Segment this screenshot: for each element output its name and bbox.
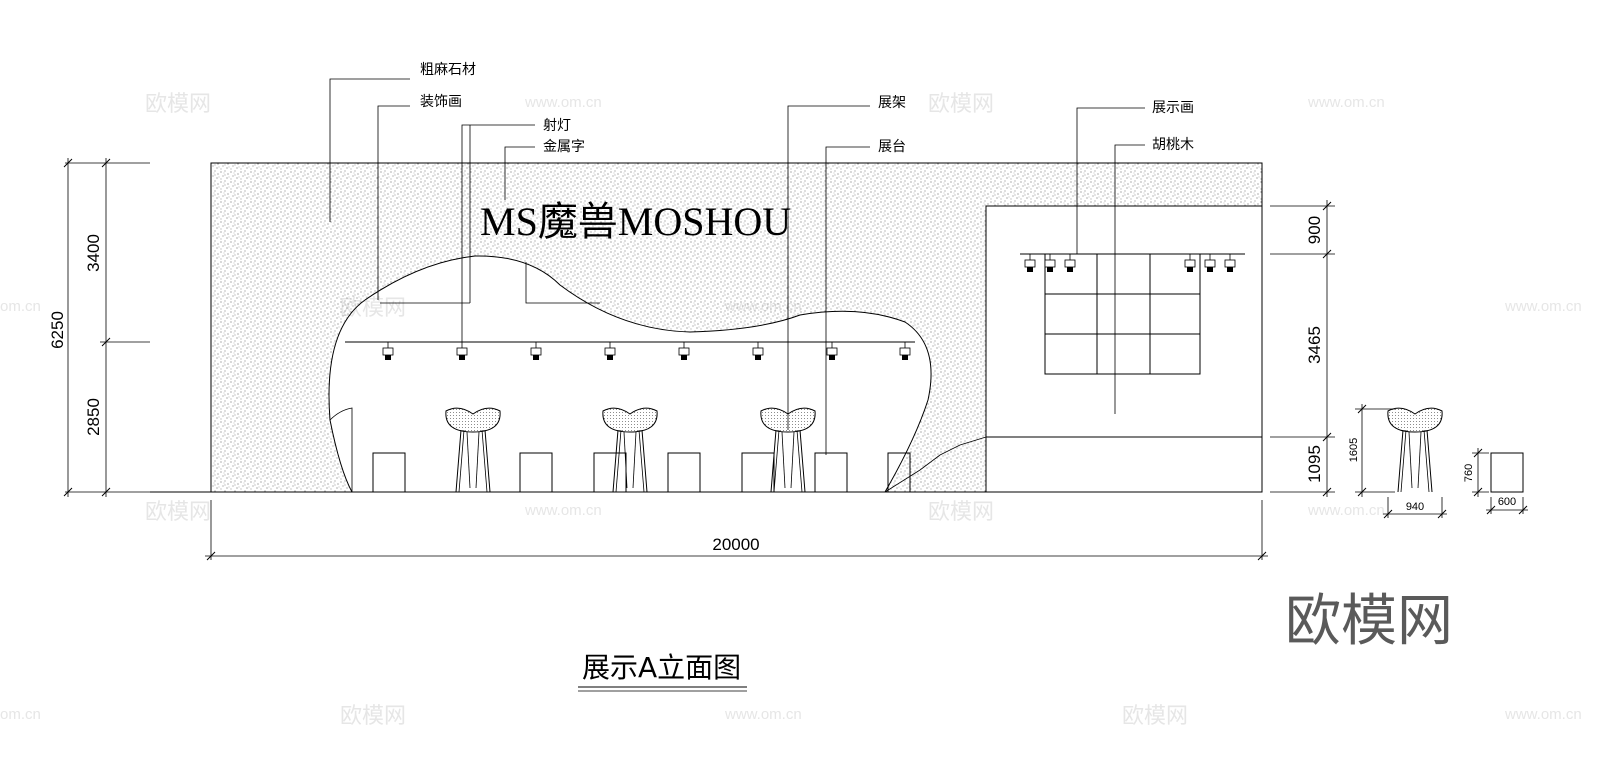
dim-lower-height: 2850	[84, 398, 103, 436]
dim-stool-width: 940	[1406, 501, 1424, 513]
watermark-url: www.om.cn	[1307, 502, 1385, 519]
right-dimensions: 900 3465 1095	[1270, 200, 1335, 497]
dim-total-height: 6250	[48, 311, 67, 349]
callout-display-stand: 展台	[878, 139, 906, 155]
watermark-url: www.om.cn	[1504, 298, 1582, 315]
callout-metal-letters: 金属字	[543, 139, 585, 155]
watermark-brand: 欧模网	[145, 500, 211, 525]
dim-box-height: 760	[1463, 464, 1475, 482]
walnut-panel	[985, 205, 1263, 493]
callout-display-rack: 展架	[878, 95, 906, 111]
watermark-brand: 欧模网	[340, 704, 406, 729]
drawing-title: 展示A立面图	[582, 651, 741, 684]
spotlights	[382, 341, 911, 361]
stool-detail: 1605 940	[1348, 404, 1447, 519]
dim-stool-height: 1605	[1348, 438, 1360, 462]
watermark-url: www.om.cn	[724, 706, 802, 723]
callout-deco-painting: 装饰画	[420, 94, 462, 110]
box-detail: 760 600	[1463, 448, 1528, 515]
stone-edge	[884, 436, 987, 493]
watermark-brand: 欧模网	[1122, 704, 1188, 729]
brand-letters: MS魔兽MOSHOU	[480, 199, 791, 244]
left-dimensions: 6250 3400 2850	[48, 158, 150, 497]
leader-lines	[329, 78, 1145, 455]
dim-right-top: 900	[1305, 216, 1324, 244]
watermark-logo: 欧模网	[1285, 589, 1453, 654]
dim-upper-height: 3400	[84, 234, 103, 272]
watermark-brand: 欧模网	[928, 500, 994, 525]
watermark-url: om.cn	[0, 298, 41, 315]
watermark-url: www.om.cn	[524, 502, 602, 519]
dim-right-bottom: 1095	[1305, 445, 1324, 483]
dim-total-width: 20000	[712, 535, 759, 554]
stools	[329, 407, 816, 493]
callout-walnut: 胡桃木	[1152, 137, 1194, 153]
callout-spotlight: 射灯	[543, 118, 571, 134]
callout-rough-stone: 粗麻石材	[420, 62, 476, 78]
watermark-url: www.om.cn	[524, 94, 602, 111]
dim-box-width: 600	[1498, 496, 1516, 508]
display-painting-grid	[1020, 253, 1245, 375]
watermark-url: www.om.cn	[1307, 94, 1385, 111]
dim-right-mid: 3465	[1305, 326, 1324, 364]
watermark-url: om.cn	[0, 706, 41, 723]
watermark-url: www.om.cn	[1504, 706, 1582, 723]
watermark-brand: 欧模网	[928, 92, 994, 117]
width-dimension: 20000	[205, 500, 1268, 561]
watermark-brand: 欧模网	[145, 92, 211, 117]
callout-display-painting: 展示画	[1152, 100, 1194, 116]
